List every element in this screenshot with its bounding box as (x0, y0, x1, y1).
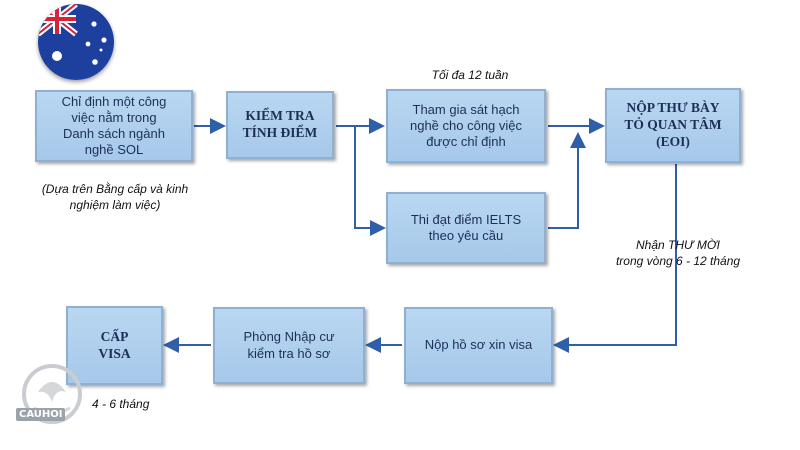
step-skills-assessment: Tham gia sát hạch nghề cho công việc đượ… (386, 89, 546, 163)
cauhoi-logo-icon (10, 362, 100, 442)
note-grant-time: 4 - 6 tháng (92, 397, 150, 411)
arrow-ielts-to-eoi (548, 132, 586, 229)
step-ielts: Thi đạt điểm IELTS theo yêu cầu (386, 192, 546, 264)
arrow-eoi-to-lodge (553, 164, 677, 353)
step-immigration-check: Phòng Nhập cư kiểm tra hồ sơ (213, 307, 365, 384)
step-eoi: NỘP THƯ BÀY TỎ QUAN TÂM (EOI) (605, 88, 741, 163)
note-invitation-time: Nhận THƯ MỜI trong vòng 6 - 12 tháng (615, 238, 741, 268)
step-lodge-visa: Nộp hồ sơ xin visa (404, 307, 553, 384)
step-points-test: KIỂM TRA TÍNH ĐIỂM (226, 91, 334, 159)
step-sol-occupation: Chỉ định một công việc nằm trong Danh sá… (35, 90, 193, 162)
note-max-weeks: Tối đa 12 tuần (431, 68, 509, 82)
step-visa-grant: CẤP VISA (66, 306, 163, 385)
arrow-split-to-ielts (354, 126, 386, 236)
australia-flag-icon (38, 4, 114, 80)
watermark-text: CAUHOI (16, 408, 66, 421)
note-sol-basis: (Dựa trên Bằng cấp và kinh nghiệm làm vi… (41, 182, 189, 212)
